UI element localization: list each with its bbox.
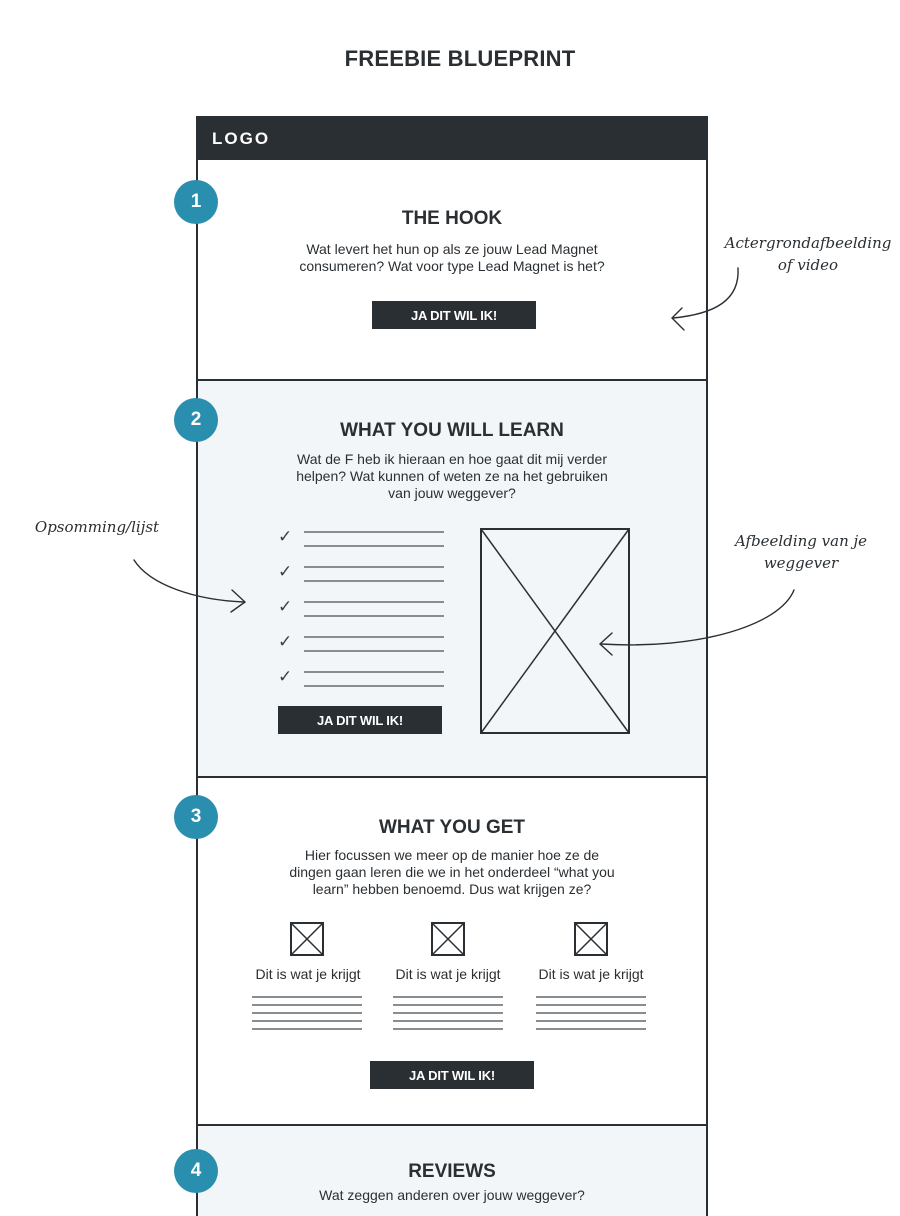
text-line: [304, 566, 444, 568]
checkmark-icon: ✓: [278, 527, 293, 546]
checklist-item: ✓: [278, 667, 444, 697]
section-description: Wat de F heb ik hieraan en hoe gaat dit …: [296, 451, 608, 501]
section-title: REVIEWS: [408, 1161, 496, 1182]
logo: LOGO: [212, 129, 271, 148]
annotation-list: Opsomming/lijst: [34, 518, 160, 536]
section-description: Wat zeggen anderen over jouw weggever?: [319, 1187, 585, 1203]
annotation-image: Afbeelding van je weggever: [734, 532, 868, 572]
text-line: [536, 1028, 646, 1030]
text-line: [393, 1028, 503, 1030]
text-line: [393, 996, 503, 998]
text-line: [304, 650, 444, 652]
text-line: [304, 615, 444, 617]
checklist-item: ✓: [278, 597, 444, 627]
text-line: [304, 685, 444, 687]
cta-button[interactable]: JA DIT WIL IK!: [372, 301, 536, 329]
section-hook: THE HOOK Wat levert het hun op als ze jo…: [196, 160, 708, 381]
benefit-label: Dit is wat je krijgt: [255, 966, 361, 982]
text-line: [304, 545, 444, 547]
section-description: Wat levert het hun op als ze jouw Lead M…: [299, 241, 605, 274]
benefit-label: Dit is wat je krijgt: [538, 966, 644, 982]
step-badge: 1: [174, 180, 218, 224]
checkmark-icon: ✓: [278, 632, 293, 651]
section-description: Hier focussen we meer op de manier hoe z…: [289, 847, 615, 897]
arrow-head-icon: [598, 632, 613, 656]
text-line: [252, 1012, 362, 1014]
cta-button[interactable]: JA DIT WIL IK!: [370, 1061, 534, 1089]
text-line: [536, 996, 646, 998]
text-line: [393, 1020, 503, 1022]
text-line: [304, 671, 444, 673]
text-line: [536, 1012, 646, 1014]
text-line: [304, 601, 444, 603]
checkmark-icon: ✓: [278, 597, 293, 616]
text-line: [252, 1028, 362, 1030]
image-placeholder-icon: [290, 922, 324, 956]
section-title: WHAT YOU GET: [378, 817, 526, 838]
header-bar: LOGO: [196, 116, 708, 160]
text-line: [304, 580, 444, 582]
step-badge: 2: [174, 398, 218, 442]
checklist-item: ✓: [278, 632, 444, 662]
text-line: [393, 1004, 503, 1006]
arrow-head-icon: [230, 589, 247, 613]
section-get: WHAT YOU GET Hier focussen we meer op de…: [196, 778, 708, 1126]
page-title: FREEBIE BLUEPRINT: [344, 46, 576, 71]
benefit-label: Dit is wat je krijgt: [395, 966, 501, 982]
text-line: [304, 531, 444, 533]
text-line: [393, 1012, 503, 1014]
checklist-item: ✓: [278, 527, 444, 557]
image-placeholder-icon: [431, 922, 465, 956]
image-placeholder-icon: [480, 528, 630, 734]
text-line: [252, 996, 362, 998]
text-line: [252, 1020, 362, 1022]
arrow-head-icon: [671, 307, 685, 331]
annotation-background: Actergrondafbeelding of video: [724, 234, 892, 274]
section-learn: WHAT YOU WILL LEARN Wat de F heb ik hier…: [196, 381, 708, 778]
text-line: [536, 1020, 646, 1022]
text-line: [536, 1004, 646, 1006]
text-line: [304, 636, 444, 638]
text-line: [252, 1004, 362, 1006]
checklist-item: ✓: [278, 562, 444, 592]
arrow-icon: [133, 559, 245, 603]
section-title: THE HOOK: [401, 208, 503, 229]
section-title: WHAT YOU WILL LEARN: [340, 420, 564, 441]
cta-button[interactable]: JA DIT WIL IK!: [278, 706, 442, 734]
arrow-icon: [672, 267, 739, 319]
checkmark-icon: ✓: [278, 562, 293, 581]
image-placeholder-icon: [574, 922, 608, 956]
step-badge: 4: [174, 1149, 218, 1193]
checkmark-icon: ✓: [278, 667, 293, 686]
arrow-icon: [600, 589, 795, 646]
step-badge: 3: [174, 795, 218, 839]
